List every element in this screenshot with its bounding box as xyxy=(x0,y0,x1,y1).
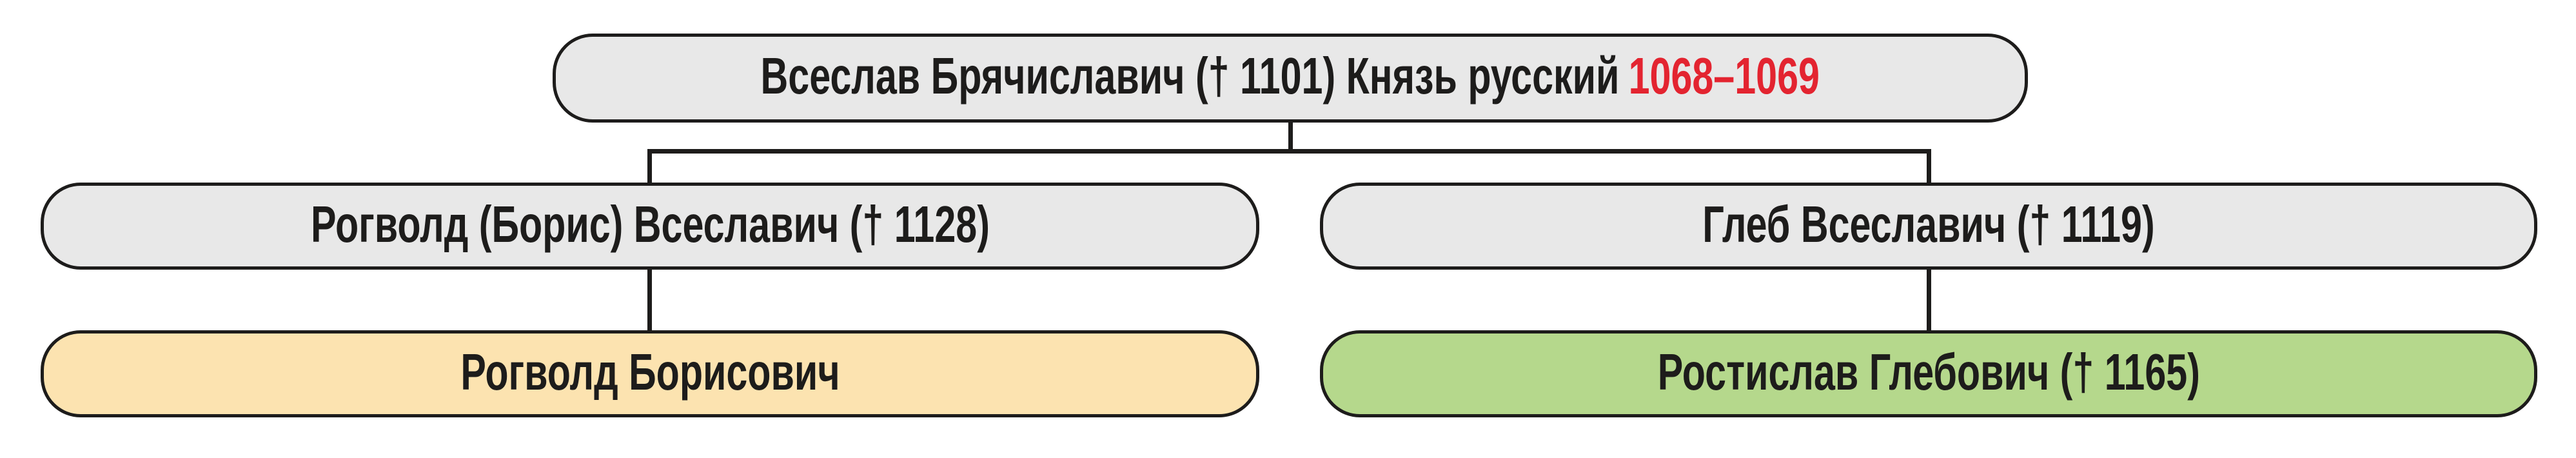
connector-left-stub xyxy=(647,151,652,184)
connector-left-child-down xyxy=(647,267,652,333)
connector-right-child-down xyxy=(1927,267,1931,333)
node-root-label: Всеслав Брячиславич († 1101) Князь русск… xyxy=(760,47,1620,105)
node-label: Глеб Всеславич († 1119) xyxy=(1702,195,2155,253)
connector-root-down xyxy=(1288,120,1293,152)
node-gleb-vseslavich: Глеб Всеславич († 1119) xyxy=(1320,183,2537,270)
node-root-text: Всеслав Брячиславич († 1101) Князь русск… xyxy=(761,50,1820,106)
node-label: Рогволд (Борис) Всеславич († 1128) xyxy=(310,195,990,253)
node-label: Ростислав Глебович († 1165) xyxy=(1657,343,2200,401)
node-rogvold-borisovich: Рогволд Борисович xyxy=(41,330,1259,417)
node-rostislav-glebovich: Ростислав Глебович († 1165) xyxy=(1320,330,2537,417)
node-root-vseslav-bryachislavich: Всеслав Брячиславич († 1101) Князь русск… xyxy=(553,34,2028,123)
connector-right-stub xyxy=(1927,151,1931,184)
node-root-reign-years: 1068–1069 xyxy=(1628,47,1820,105)
node-label: Рогволд Борисович xyxy=(460,343,840,401)
connector-horizontal-bar xyxy=(647,149,1931,154)
node-rogvold-boris-vseslavich: Рогволд (Борис) Всеславич († 1128) xyxy=(41,183,1259,270)
